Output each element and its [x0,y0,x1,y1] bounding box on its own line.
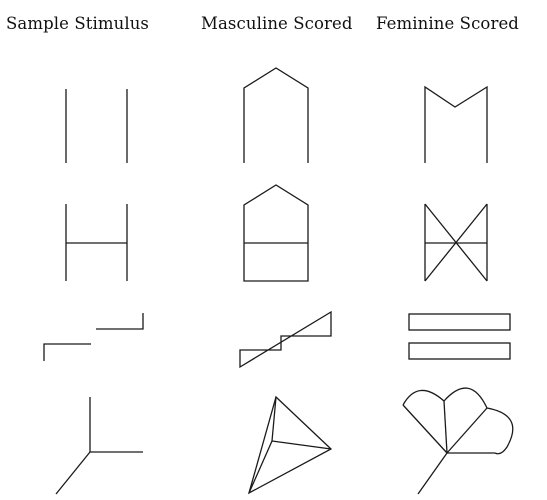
row-1-feminine-m-shape [425,87,487,163]
row-2-sample-h-shape [66,204,127,281]
row-3-sample-offset-brackets [44,313,143,361]
row-2-masculine-house-box [244,185,308,281]
row-3-masculine-zigzag [240,312,331,367]
row-3-feminine-double-bars [409,314,510,359]
row-1-sample-parallel-lines [66,89,127,163]
row-1-masculine-house-shape [244,68,308,163]
row-2-feminine-bowtie [425,204,487,281]
row-4-feminine-flower [403,388,513,494]
row-4-masculine-pyramid [249,397,331,493]
row-4-sample-y-shape [56,397,143,494]
